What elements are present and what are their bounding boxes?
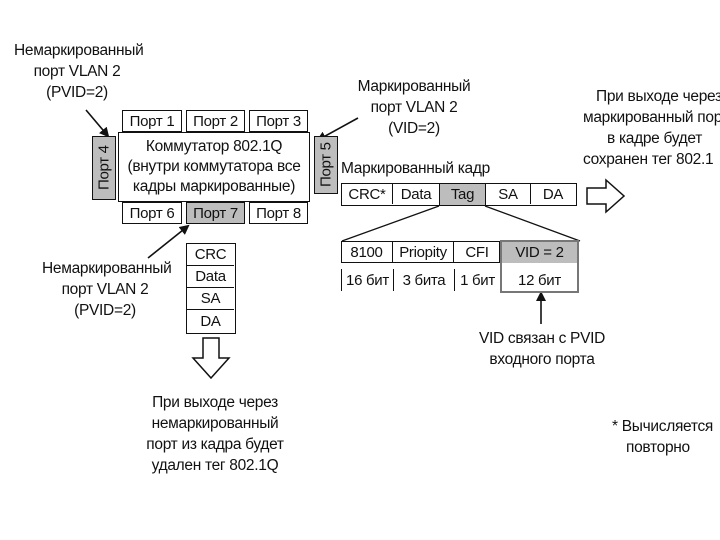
tag-size-priority: 3 бита [393, 269, 454, 291]
tagged-port-label: Маркированный порт VLAN 2 (VID=2) [357, 78, 471, 137]
port-8: Порт 8 [249, 202, 308, 224]
tagged-frame-sa: SA [486, 184, 531, 204]
footnote: * Вычисляется повторно [612, 418, 714, 456]
untagged-frame-data: Data [187, 266, 234, 288]
untagged-port-bottom-label: Немаркированный порт VLAN 2 (PVID=2) [42, 260, 172, 319]
tag-field-vid: VID = 2 [502, 242, 577, 263]
port-4: Порт 4 [92, 136, 116, 200]
tag-fields-frame [341, 241, 500, 263]
tagged-frame-da: DA [542, 185, 564, 203]
tag-expand-left [341, 205, 440, 242]
exit-untagged-label: При выходе через немаркированный порт из… [146, 394, 284, 474]
tag-size-cfi: 1 бит [454, 269, 500, 291]
tag-expand-right [484, 205, 581, 242]
tag-field-tpid: 8100 [341, 241, 393, 263]
tagged-frame: CRC* Data Tag SA DA [341, 182, 577, 206]
port-1: Порт 1 [122, 110, 182, 132]
port-2: Порт 2 [186, 110, 245, 132]
vid-note: VID связан с PVID входного порта [478, 330, 606, 368]
exit-right-arrow [586, 178, 626, 214]
exit-down-arrow [191, 337, 231, 380]
switch-body: Коммутатор 802.1Q (внутри коммутатора вс… [118, 132, 310, 202]
port-3: Порт 3 [249, 110, 308, 132]
tag-field-priority: Priopity [393, 241, 454, 263]
tag-size-vid: 12 бит [518, 271, 561, 289]
tagged-frame-data: Data [400, 185, 432, 203]
tag-structure: 8100 Priopity CFI VID = 2 16 бит 3 бита … [341, 240, 581, 293]
untagged-frame-crc: CRC [187, 244, 234, 266]
switch-subtitle-line1: (внутри коммутатора все [127, 158, 301, 175]
untagged-port-top-label: Немаркированный порт VLAN 2 (PVID=2) [14, 42, 144, 101]
untagged-frame-sa: SA [187, 288, 234, 310]
tagged-frame-tag: Tag [439, 182, 486, 206]
tag-field-cfi: CFI [465, 243, 489, 261]
tagged-frame-title: Маркированный кадр [341, 160, 490, 177]
port-6: Порт 6 [122, 202, 182, 224]
vid-highlight [500, 240, 579, 293]
untagged-frame: CRC Data SA DA [186, 243, 236, 334]
switch-subtitle-line2: кадры маркированные) [132, 178, 296, 195]
untagged-frame-da: DA [200, 312, 221, 330]
tag-size-tpid: 16 бит [341, 269, 393, 291]
switch-title: Коммутатор 802.1Q [145, 138, 283, 155]
port-5: Порт 5 [314, 136, 338, 194]
exit-tagged-label: При выходе через маркированный порт в ка… [583, 88, 720, 168]
arrow-to-port7 [147, 224, 190, 259]
tagged-frame-crc: CRC* [342, 184, 393, 204]
arrow-to-port4 [85, 109, 110, 138]
port-7: Порт 7 [186, 202, 245, 224]
